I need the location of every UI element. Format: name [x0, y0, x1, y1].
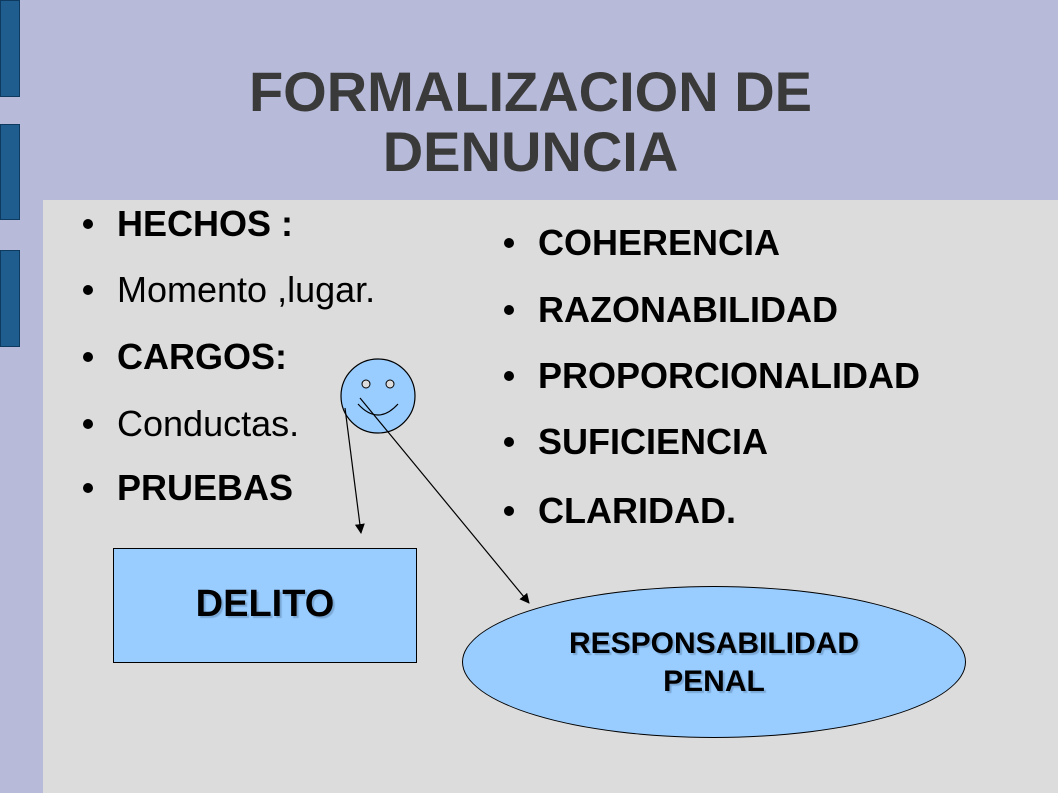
- title-line-1: FORMALIZACION DE: [248, 60, 813, 123]
- bullet-icon: [504, 506, 514, 516]
- delito-label: DELITO: [195, 583, 335, 625]
- header-band: [0, 0, 1058, 200]
- bullet-icon: [83, 419, 93, 429]
- smiley-face-icon: [340, 358, 416, 434]
- ellipse-line-1: RESPONSABILIDAD: [568, 627, 860, 660]
- slide-title: FORMALIZACION DE DENUNCIA: [43, 62, 1018, 182]
- title-line-2: DENUNCIA: [382, 120, 679, 183]
- bullet-icon: [83, 352, 93, 362]
- smiley-right-eye: [385, 379, 395, 389]
- bullet-icon: [504, 437, 514, 447]
- bullet-icon: [83, 285, 93, 295]
- bullet-icon: [504, 305, 514, 315]
- side-tab-2: [0, 124, 20, 220]
- ellipse-label: RESPONSABILIDAD PENAL: [463, 625, 965, 701]
- arrow-to-delito: [344, 407, 365, 534]
- side-tab-1: [0, 0, 20, 97]
- side-tab-3: [0, 250, 20, 347]
- arrow-to-responsabilidad: [359, 397, 530, 604]
- bullet-icon: [504, 371, 514, 381]
- smiley-head: [340, 358, 416, 434]
- smiley-left-eye: [361, 379, 371, 389]
- bullet-icon: [504, 238, 514, 248]
- bullet-icon: [83, 483, 93, 493]
- delito-box: DELITO: [113, 548, 417, 663]
- ellipse-line-2: PENAL: [663, 665, 765, 698]
- responsabilidad-ellipse: RESPONSABILIDAD PENAL: [462, 586, 966, 738]
- bullet-icon: [83, 219, 93, 229]
- smiley-mouth: [357, 403, 399, 416]
